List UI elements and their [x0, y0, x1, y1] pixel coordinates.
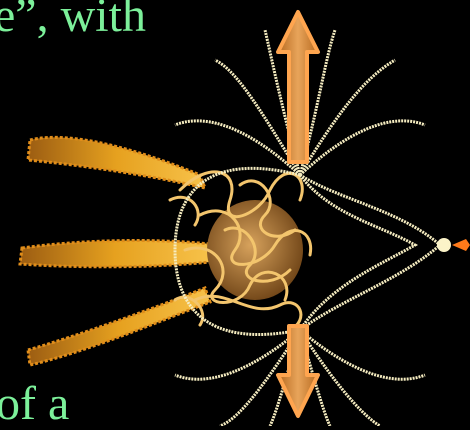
- north-pointer: [437, 238, 470, 252]
- arrow-up-icon: [278, 12, 318, 162]
- flagella-tails: [20, 137, 210, 365]
